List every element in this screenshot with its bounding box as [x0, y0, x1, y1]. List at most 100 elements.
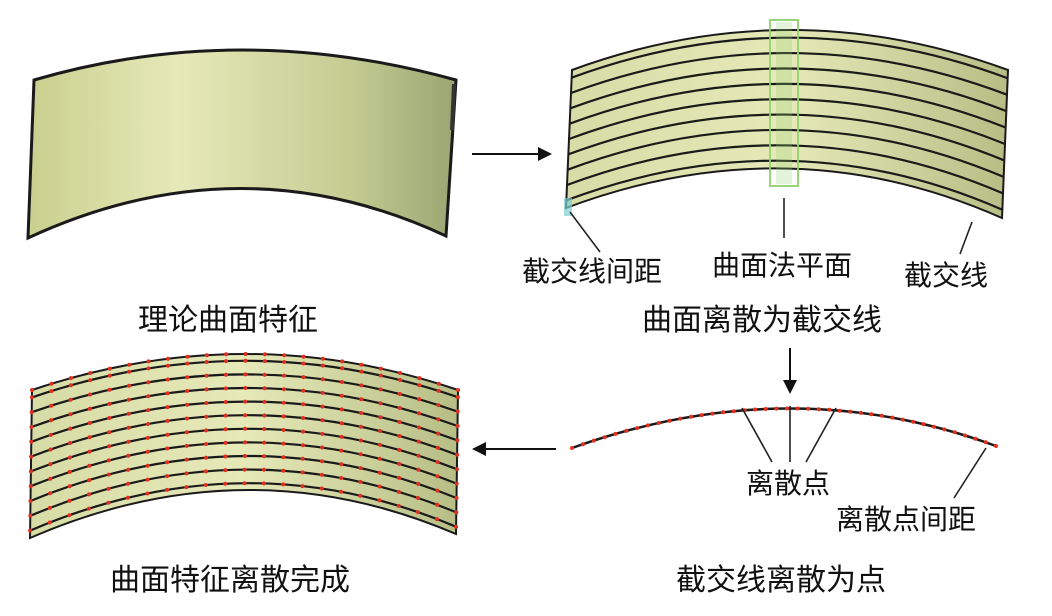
discrete-point — [952, 430, 957, 435]
caption-theory: 理论曲面特征 — [138, 303, 318, 338]
discretized-point — [126, 411, 131, 416]
discrete-point — [879, 413, 884, 418]
discretized-point — [28, 499, 33, 503]
discrete-point — [678, 416, 683, 421]
discrete-point — [602, 435, 607, 440]
discretized-point — [223, 413, 228, 418]
discretized-point — [88, 371, 93, 375]
callout-leader-spacing — [569, 211, 601, 253]
discrete-point — [635, 426, 640, 431]
discretized-point — [242, 454, 247, 458]
discrete-point — [667, 418, 672, 423]
discretized-point — [359, 369, 364, 374]
discrete-point — [806, 406, 811, 411]
discretized-point — [28, 469, 33, 474]
discretized-point — [126, 481, 131, 486]
discretized-point — [88, 392, 93, 397]
discretized-point — [300, 484, 305, 489]
discretized-point — [282, 360, 287, 364]
discrete-points — [570, 406, 998, 450]
discretized-point — [28, 528, 33, 533]
discretized-point — [29, 439, 34, 444]
discretized-point — [88, 378, 93, 383]
discretized-point — [165, 474, 169, 479]
discretized-point — [416, 467, 421, 472]
discrete-point — [816, 407, 821, 412]
discretized-point — [87, 478, 92, 483]
discretized-point — [377, 484, 382, 489]
discretized-point — [454, 524, 459, 529]
discretized-point — [358, 452, 363, 457]
callout-leader-point-3 — [805, 407, 837, 463]
discretized-point — [146, 394, 151, 399]
discretized-point — [262, 440, 267, 445]
discretized-point — [242, 440, 247, 445]
discretized-point — [184, 485, 189, 490]
discretized-point — [282, 353, 287, 358]
discretized-point — [165, 446, 170, 451]
discretized-point — [242, 467, 247, 472]
discretized-point — [281, 400, 286, 405]
discretized-point — [224, 352, 229, 357]
discretized-point — [378, 366, 383, 371]
discretized-point — [224, 372, 228, 377]
discretized-point — [320, 459, 324, 464]
discretized-point — [204, 414, 209, 419]
curves-surface — [564, 19, 1010, 255]
discretized-point — [320, 377, 325, 382]
discretized-point — [127, 383, 131, 388]
discretized-point — [436, 388, 441, 393]
discretized-point — [29, 410, 34, 415]
discretized-point — [262, 386, 267, 391]
discretized-point — [417, 397, 422, 402]
discretized-point — [48, 491, 53, 496]
discretized-point — [397, 406, 402, 410]
discretized-point — [281, 482, 286, 487]
discrete-point — [931, 424, 936, 429]
discretized-point — [262, 352, 267, 357]
discretized-point — [68, 412, 73, 417]
discretized-point — [126, 467, 131, 472]
discretized-point — [340, 359, 345, 364]
discretized-point — [145, 435, 150, 440]
discretized-point — [67, 513, 72, 518]
discretized-point — [145, 449, 150, 454]
discrete-point — [689, 414, 693, 419]
discretized-point — [184, 457, 189, 462]
discretized-point — [203, 469, 208, 474]
discretized-point — [319, 472, 324, 477]
callout-leader-point-1 — [741, 407, 773, 463]
discrete-point — [731, 409, 736, 414]
discrete-point — [858, 410, 863, 415]
discretized-point — [320, 363, 325, 368]
discretized-point — [145, 463, 150, 468]
discretized-point — [165, 391, 170, 396]
discrete-point — [591, 438, 596, 443]
discretized-point — [397, 420, 402, 424]
intersection-line — [565, 159, 1003, 211]
discretized-point — [28, 513, 33, 518]
discretized-point — [340, 380, 344, 384]
caption-done: 曲面特征离散完成 — [110, 563, 350, 598]
discretized-point — [67, 484, 72, 489]
discretized-point — [262, 372, 267, 377]
discretized-point — [416, 481, 421, 486]
discretized-point — [416, 439, 421, 444]
discretized-point — [396, 503, 401, 508]
discretized-point — [87, 406, 92, 411]
discrete-point — [763, 407, 768, 411]
discretized-point — [339, 489, 344, 494]
discretized-point — [126, 439, 131, 444]
discretized-point — [184, 416, 189, 421]
discretized-point — [48, 447, 53, 452]
discretized-point — [397, 448, 402, 452]
discretized-point — [107, 366, 112, 371]
discretized-point — [29, 395, 34, 400]
discretized-point — [261, 481, 266, 486]
discretized-point — [184, 430, 189, 435]
intersection-line — [569, 82, 1007, 129]
arrow-right-icon — [472, 147, 552, 161]
discretized-point — [107, 430, 112, 435]
discretized-point — [87, 421, 92, 425]
discretized-point — [415, 510, 420, 515]
